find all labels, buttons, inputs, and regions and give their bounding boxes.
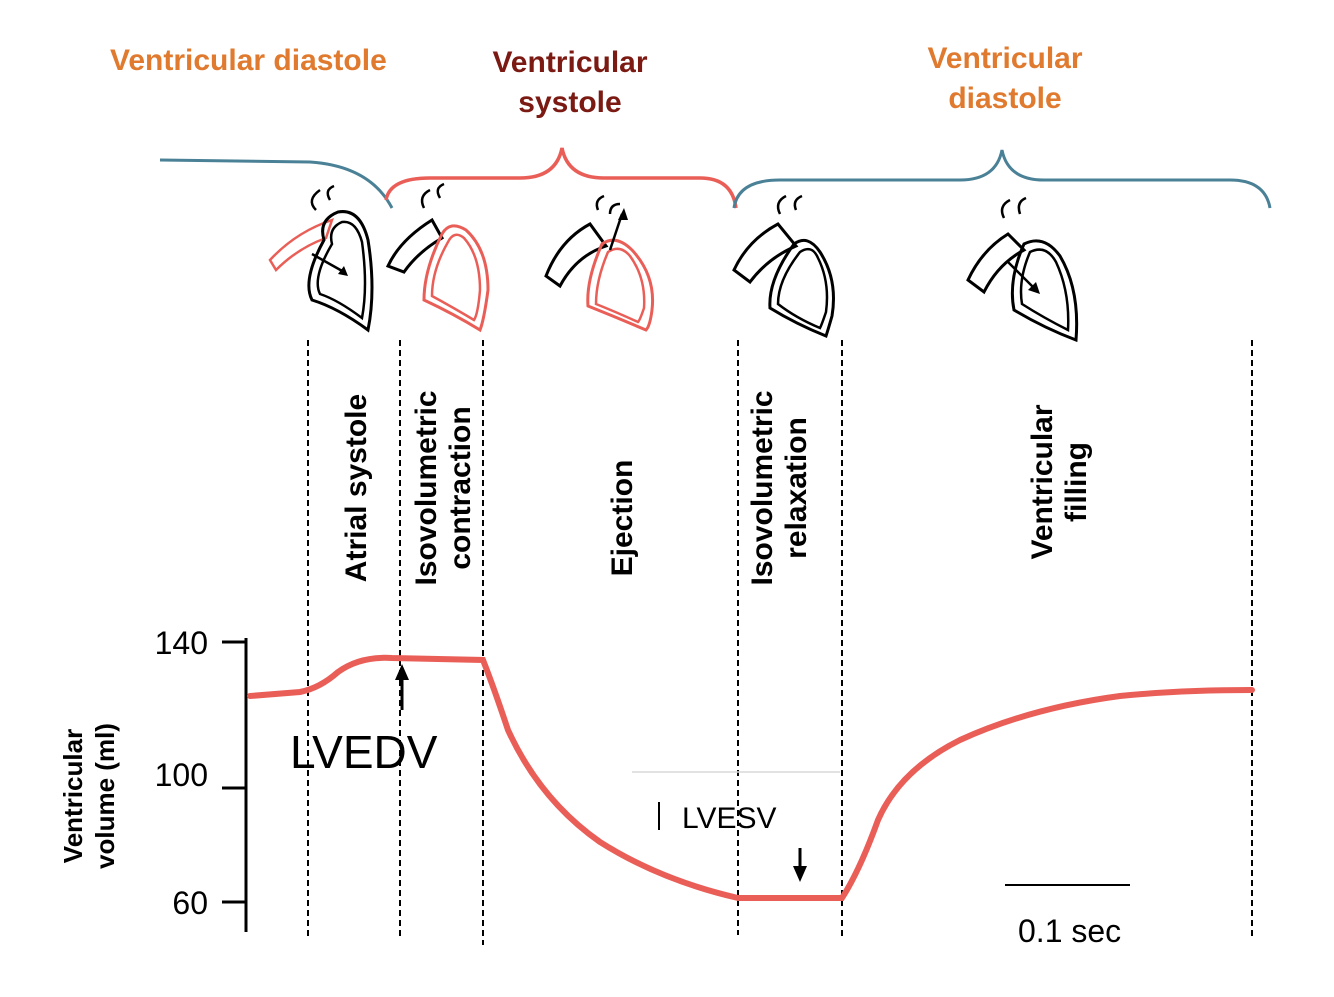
svg-text:relaxation: relaxation bbox=[780, 417, 813, 559]
heart-ejection-icon bbox=[544, 194, 655, 332]
header-ventricular-systole-line2: systole bbox=[518, 86, 621, 119]
svg-text:Isovolumetric: Isovolumetric bbox=[410, 390, 443, 585]
svg-text:contraction: contraction bbox=[444, 406, 477, 569]
svg-text:volume (ml): volume (ml) bbox=[90, 723, 120, 869]
y-tick-label-100: 100 bbox=[155, 757, 208, 793]
svg-text:Ventricular: Ventricular bbox=[58, 729, 88, 863]
phase-label-isovolumetric-contraction: Isovolumetric contraction bbox=[410, 390, 477, 585]
diastole-bracket-right bbox=[732, 149, 1272, 209]
y-axis-label: Ventricular volume (ml) bbox=[58, 723, 120, 869]
label-lvedv: LVEDV bbox=[290, 726, 438, 778]
scale-bar-label: 0.1 sec bbox=[1018, 913, 1121, 949]
arrow-up-icon bbox=[395, 664, 409, 710]
svg-text:Ventricular: Ventricular bbox=[1026, 404, 1059, 559]
label-lvesv: LVESV bbox=[682, 802, 777, 835]
heart-isovolumetric-contraction-icon bbox=[385, 182, 490, 333]
heart-atrial-systole-icon bbox=[268, 184, 374, 333]
header-ventricular-systole-line1: Ventricular bbox=[492, 46, 647, 79]
heart-isovolumetric-relaxation-icon bbox=[732, 194, 835, 338]
svg-text:Isovolumetric: Isovolumetric bbox=[746, 390, 779, 585]
phase-label-ventricular-filling: Ventricular filling bbox=[1026, 404, 1093, 559]
ventricular-volume-curve bbox=[247, 654, 1255, 901]
phase-label-ejection: Ejection bbox=[606, 460, 639, 577]
svg-text:Atrial systole: Atrial systole bbox=[340, 394, 373, 582]
phase-label-atrial-systole: Atrial systole bbox=[340, 394, 373, 582]
phase-label-isovolumetric-relaxation: Isovolumetric relaxation bbox=[746, 390, 813, 585]
heart-ventricular-filling-icon bbox=[966, 196, 1079, 343]
y-axis: 140 100 60 bbox=[155, 625, 248, 932]
y-tick-label-60: 60 bbox=[172, 885, 208, 921]
header-ventricular-diastole-left: Ventricular diastole bbox=[110, 44, 387, 77]
header-ventricular-diastole-right-line2: diastole bbox=[948, 82, 1061, 115]
svg-text:Ejection: Ejection bbox=[606, 460, 639, 577]
arrow-down-icon bbox=[793, 848, 807, 882]
diastole-bracket-left bbox=[159, 158, 394, 209]
y-tick-label-140: 140 bbox=[155, 625, 208, 661]
phase-dividers bbox=[307, 340, 1253, 945]
header-ventricular-diastole-right-line1: Ventricular bbox=[927, 42, 1082, 75]
svg-text:filling: filling bbox=[1060, 442, 1093, 522]
systole-bracket bbox=[384, 147, 738, 209]
